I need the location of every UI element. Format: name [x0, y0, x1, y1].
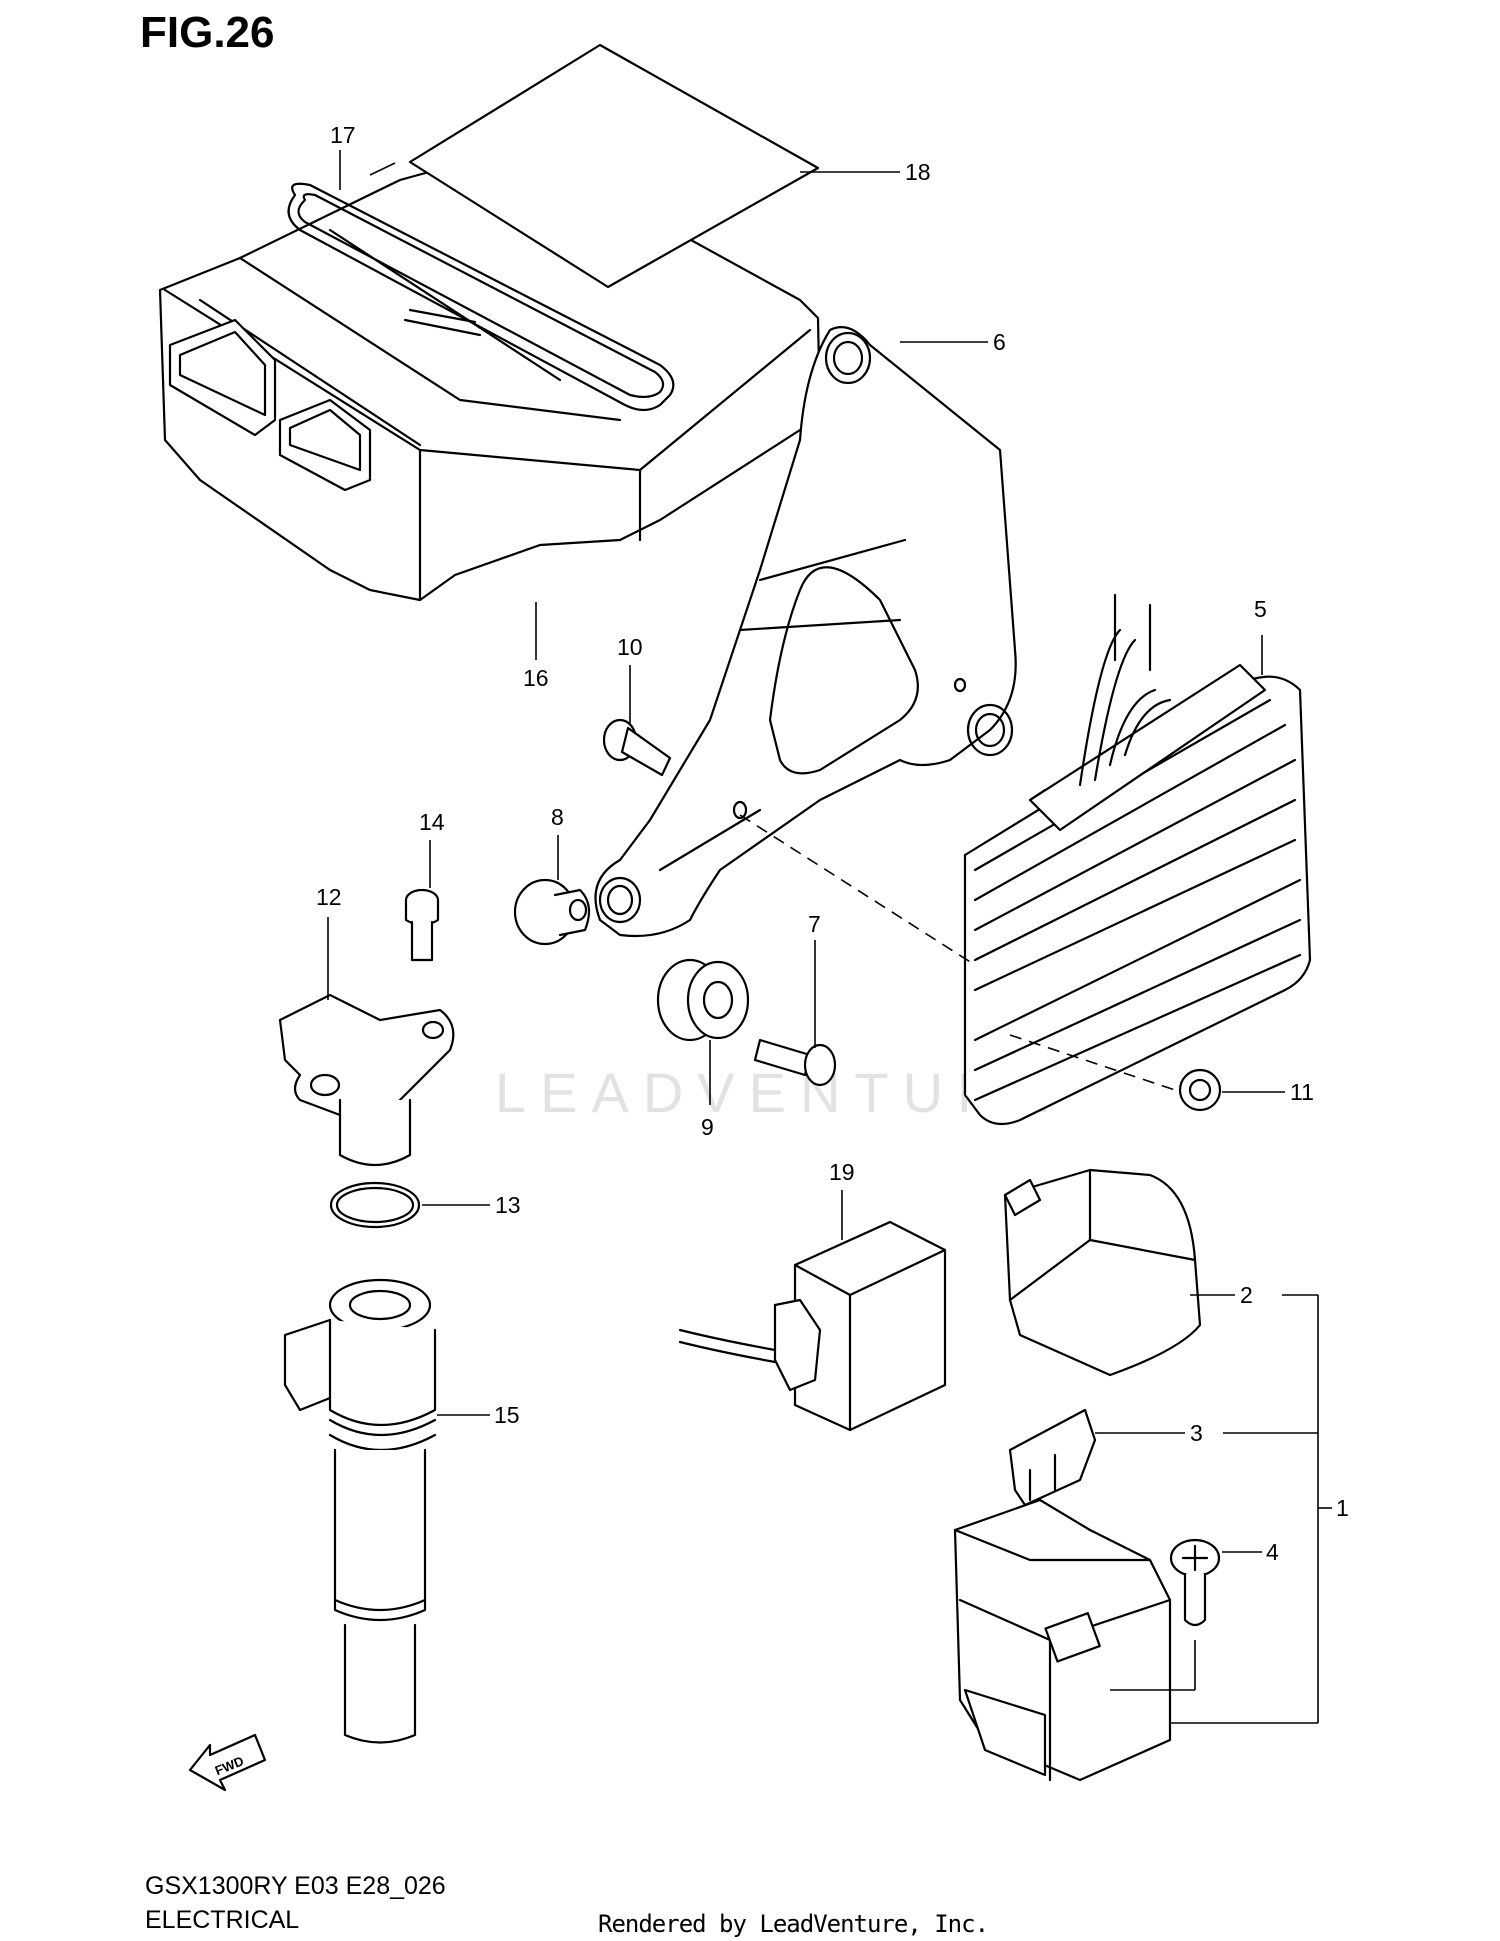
callout-13: 13 [495, 1192, 521, 1218]
fuse-3 [1008, 1408, 1097, 1507]
callout-1: 1 [1336, 1495, 1349, 1521]
callout-12: 12 [316, 884, 342, 910]
section-title: ELECTRICAL [145, 1906, 300, 1934]
mounting-bracket [594, 326, 1017, 938]
callout-19: 19 [829, 1159, 855, 1185]
model-code: GSX1300RY E03 E28_026 [145, 1872, 446, 1900]
fuse-box-1 [953, 1498, 1172, 1782]
figure-title: FIG.26 [140, 8, 275, 57]
callout-7: 7 [808, 911, 821, 937]
cover-2 [1003, 1168, 1202, 1377]
ignition-coil-15 [283, 1278, 437, 1744]
callout-2: 2 [1240, 1282, 1253, 1308]
callout-5: 5 [1254, 596, 1267, 622]
callout-8: 8 [551, 804, 564, 830]
fwd-arrow-icon: FWD [188, 1733, 267, 1792]
callout-16: 16 [523, 665, 549, 691]
relay-19 [678, 1220, 947, 1432]
sensor-12 [278, 993, 455, 1166]
bolt-14 [404, 888, 440, 962]
bolt-7 [753, 1038, 837, 1087]
screw-10 [602, 718, 672, 777]
o-ring-13 [329, 1181, 421, 1229]
callout-15: 15 [494, 1402, 520, 1428]
watermark-text: LEADVENTURE [495, 1061, 1063, 1124]
callout-14: 14 [419, 809, 445, 835]
gasket-ring [287, 182, 675, 412]
callout-10: 10 [617, 634, 643, 660]
leader-lines [327, 150, 1332, 1724]
callout-11: 11 [1290, 1079, 1314, 1105]
regulator-rectifier [963, 593, 1312, 1126]
nut-11 [1178, 1068, 1222, 1112]
rendered-by-credit: Rendered by LeadVenture, Inc. [598, 1910, 989, 1938]
ecu-unit [158, 156, 822, 602]
collar-8 [513, 878, 591, 946]
callout-6: 6 [993, 329, 1006, 355]
callout-4: 4 [1266, 1539, 1279, 1565]
callout-3: 3 [1190, 1420, 1203, 1446]
label-sheet [408, 43, 820, 289]
callout-17: 17 [330, 122, 356, 148]
screw-4 [1169, 1538, 1221, 1627]
callout-18: 18 [905, 159, 931, 185]
grommet-9 [656, 958, 750, 1042]
callout-9: 9 [701, 1114, 714, 1140]
